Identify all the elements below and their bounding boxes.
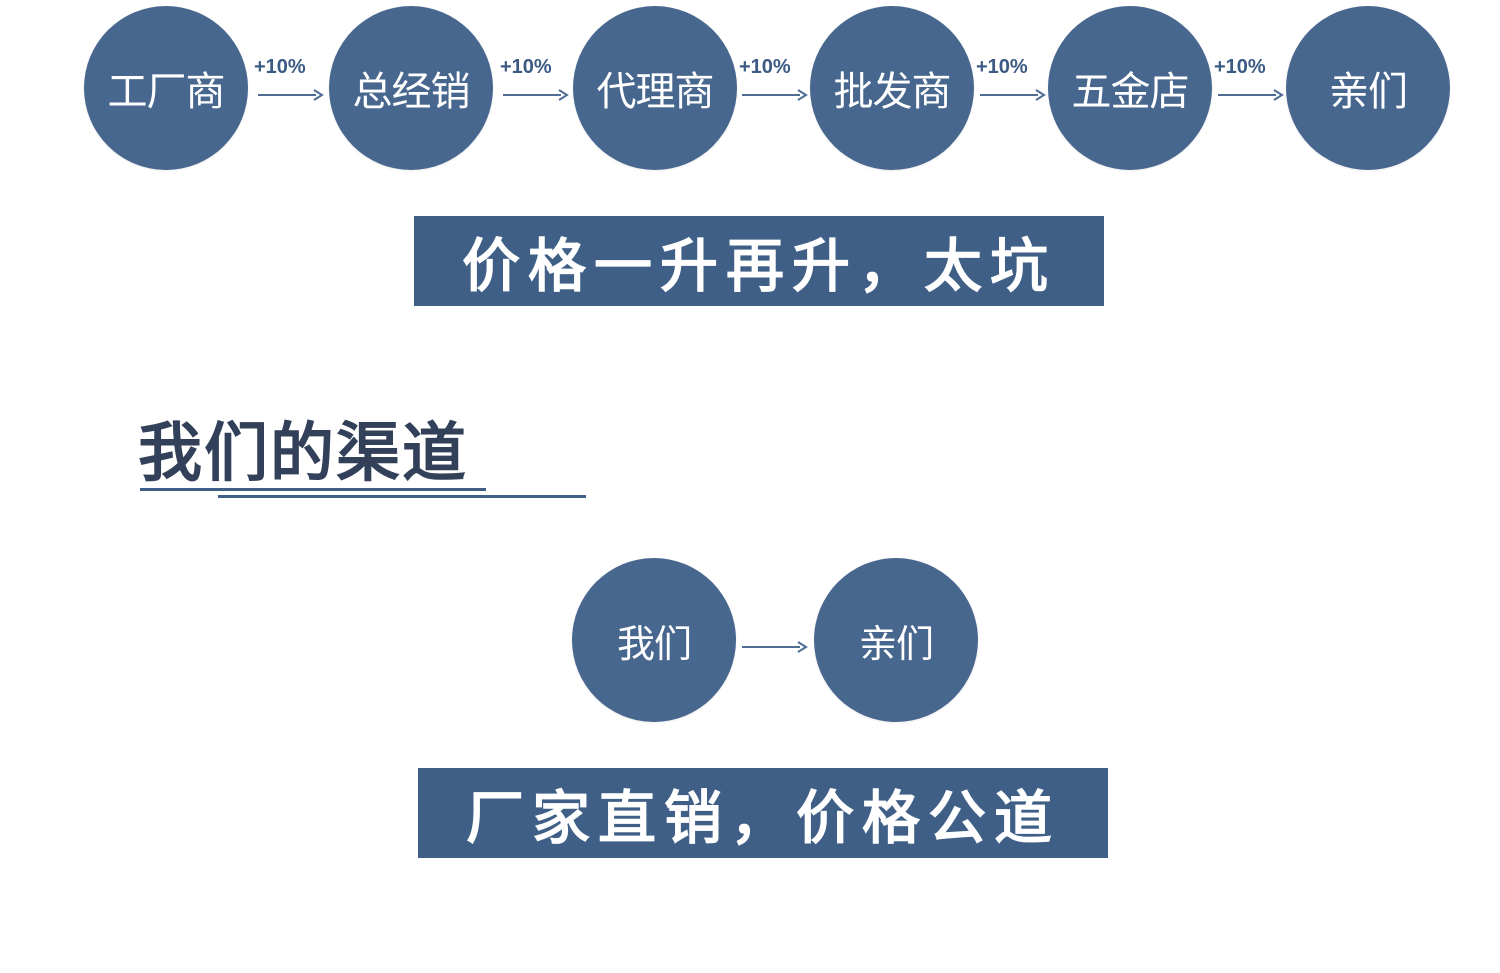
arrow-icon [503,89,569,101]
banner-text: 价格一升再升，太坑 [461,232,1056,300]
node-label: 批发商 [833,69,952,115]
node-label: 我们 [616,621,692,666]
node-general-distributor: 总经销 [329,6,493,170]
heading-underline [140,488,486,491]
node-label: 工厂商 [107,69,226,115]
node-label: 亲们 [858,621,934,666]
markup-label: +10% [500,56,552,78]
node-label: 亲们 [1329,69,1408,115]
node-agent: 代理商 [573,6,737,170]
arrow-icon [1218,89,1284,101]
node-customers-direct: 亲们 [814,558,978,722]
node-hardware-store: 五金店 [1048,6,1212,170]
banner-text: 厂家直销，价格公道 [465,784,1060,852]
node-label: 五金店 [1071,69,1190,115]
banner-price-markup: 价格一升再升，太坑 [414,216,1104,306]
node-factory: 工厂商 [84,6,248,170]
markup-label: +10% [1214,56,1266,78]
arrow-icon [742,641,808,653]
heading-underline-secondary [218,495,586,498]
markup-label: +10% [739,56,791,78]
node-us: 我们 [572,558,736,722]
banner-direct-sale: 厂家直销，价格公道 [418,768,1108,858]
node-label: 总经销 [352,69,471,115]
node-wholesaler: 批发商 [810,6,974,170]
node-customers: 亲们 [1286,6,1450,170]
markup-label: +10% [976,56,1028,78]
node-label: 代理商 [596,69,715,115]
section-heading: 我们的渠道 [138,417,468,491]
arrow-icon [742,89,808,101]
arrow-icon [980,89,1046,101]
arrow-icon [258,89,324,101]
markup-label: +10% [254,56,306,78]
